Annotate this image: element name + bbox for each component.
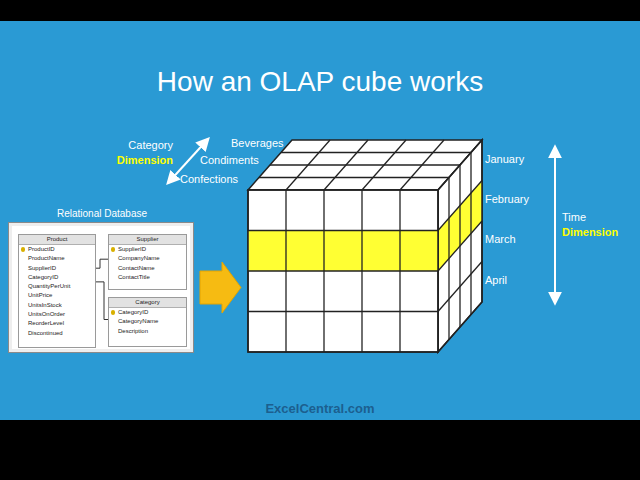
- table-field: ContactName: [109, 264, 186, 273]
- table-title: Product: [19, 235, 95, 245]
- table-field: UnitsOnOrder: [19, 310, 95, 319]
- table-field: Description: [109, 327, 186, 336]
- table-field: ContactTitle: [109, 273, 186, 282]
- table-box: CategoryCategoryIDCategoryNameDescriptio…: [108, 297, 187, 347]
- axis-label: Time: [562, 211, 586, 224]
- axis-label: April: [485, 274, 507, 287]
- table-field: CategoryID: [109, 308, 186, 317]
- axis-label: March: [485, 233, 516, 246]
- table-field: UnitsInStock: [19, 301, 95, 310]
- transform-arrow: [200, 262, 241, 313]
- table-field: QuantityPerUnit: [19, 282, 95, 291]
- diagram-title: How an OLAP cube works: [0, 66, 640, 98]
- blue-background: [0, 21, 640, 420]
- table-box: ProductProductIDProductNameSupplierIDCat…: [18, 234, 96, 348]
- axis-label: Beverages: [231, 137, 284, 150]
- table-title: Category: [109, 298, 186, 308]
- cube-front-outline: [248, 190, 438, 352]
- table-field: SupplierID: [19, 264, 95, 273]
- table-field: ProductID: [19, 245, 95, 254]
- dimension-label: Dimension: [117, 154, 173, 167]
- table-field: CategoryName: [109, 317, 186, 326]
- time-arrow: [554, 147, 556, 303]
- cube-right-outline: [438, 140, 482, 352]
- table-field: CategoryID: [19, 273, 95, 282]
- table-title: Supplier: [109, 235, 186, 245]
- cube-front: [248, 190, 438, 352]
- axis-label: Confections: [180, 173, 238, 186]
- cube-top-grid: [259, 140, 471, 190]
- axis-label: Category: [128, 139, 173, 152]
- table-field: UnitPrice: [19, 291, 95, 300]
- cube-right: [438, 140, 482, 352]
- table-box: SupplierSupplierIDCompanyNameContactName…: [108, 234, 187, 290]
- database-box: Relational DatabaseProductProductIDProdu…: [8, 222, 194, 353]
- watermark: ExcelCentral.com: [0, 402, 640, 415]
- cube-right-grid: [438, 153, 482, 340]
- table-field: ReorderLevel: [19, 319, 95, 328]
- database-heading: Relational Database: [0, 208, 205, 220]
- dimension-label: Dimension: [562, 226, 618, 239]
- cube-front-grid: [248, 190, 438, 352]
- table-field: CompanyName: [109, 254, 186, 263]
- axis-label: January: [485, 153, 524, 166]
- table-field: ProductName: [19, 254, 95, 263]
- table-field: SupplierID: [109, 245, 186, 254]
- axis-label: Condiments: [200, 154, 259, 167]
- table-field: Discontinued: [19, 329, 95, 338]
- cube-front-highlight: [248, 231, 438, 272]
- axis-label: February: [485, 193, 529, 206]
